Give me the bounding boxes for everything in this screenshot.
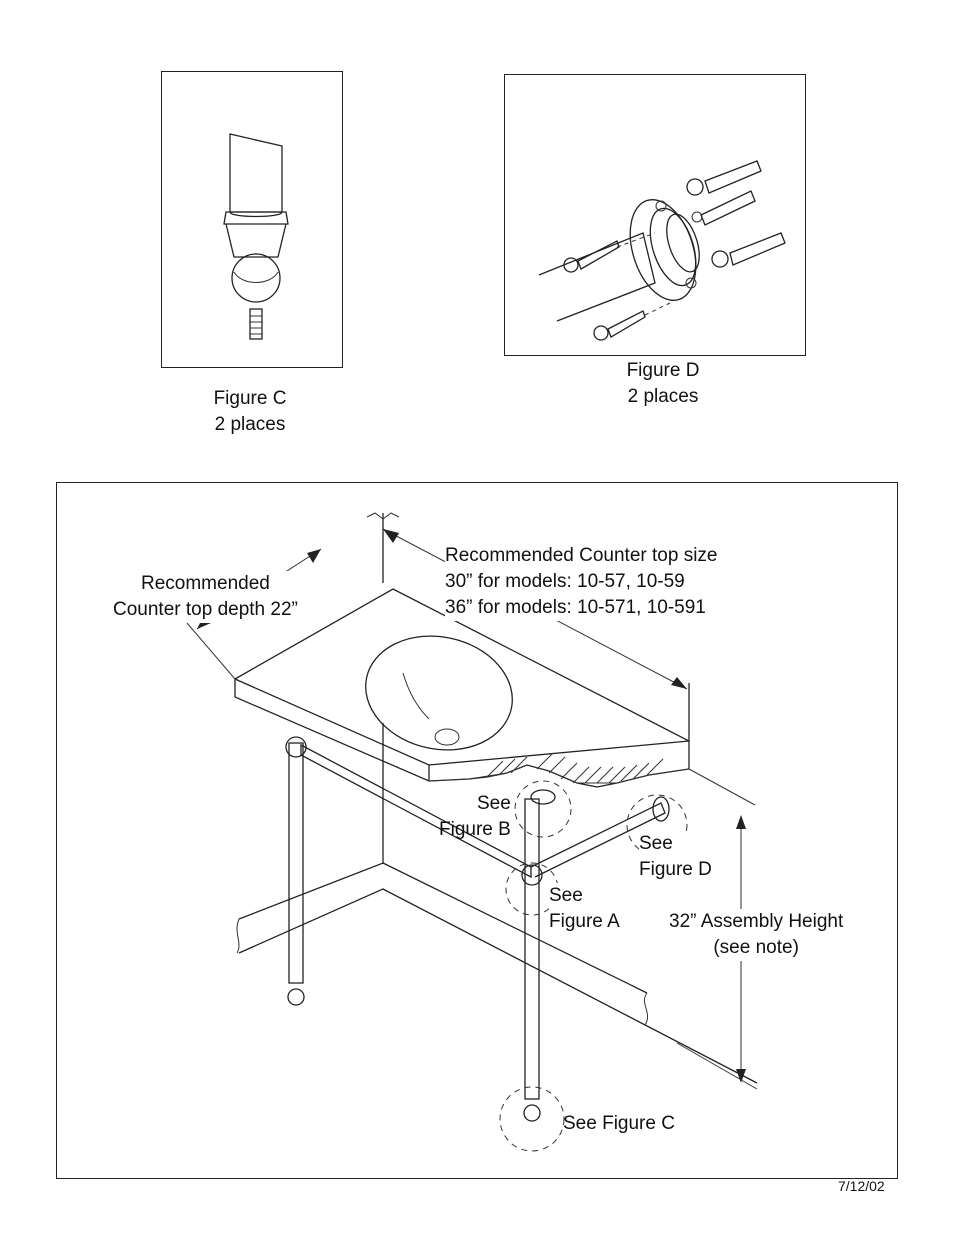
figure-c-title: Figure C — [213, 388, 287, 409]
height-line2: (see note) — [713, 937, 799, 958]
figure-c-drawing — [223, 133, 289, 340]
figure-d-title: Figure D — [626, 360, 700, 381]
see-b-line1: See — [477, 793, 511, 814]
see-figure-b-label: See Figure B — [439, 791, 511, 843]
assembly-panel: Recommended Counter top depth 22” Recomm… — [56, 482, 898, 1179]
figure-c-note: 2 places — [214, 414, 286, 435]
see-figure-c-label: See Figure C — [563, 1113, 675, 1134]
see-d-line1: See — [639, 833, 673, 854]
see-d-line2: Figure D — [639, 859, 712, 880]
size-label-line2: 30” for models: 10-57, 10-59 — [445, 571, 685, 592]
size-label-line3: 36” for models: 10-571, 10-591 — [445, 597, 706, 618]
figure-d-note: 2 places — [627, 386, 699, 407]
figure-d-panel — [504, 74, 806, 356]
assembly-height-label: 32” Assembly Height (see note) — [669, 909, 844, 961]
size-label-line1: Recommended Counter top size — [445, 545, 718, 566]
depth-label-line1: Recommended — [141, 573, 270, 594]
see-figure-a-label: See Figure A — [549, 883, 620, 935]
height-line1: 32” Assembly Height — [669, 911, 844, 932]
figure-d-drawing — [538, 160, 786, 341]
see-a-line1: See — [549, 885, 583, 906]
see-figure-d-label: See Figure D — [639, 831, 712, 883]
depth-label: Recommended Counter top depth 22” — [113, 571, 298, 623]
figure-d-caption: Figure D 2 places — [593, 358, 733, 410]
assembly-drawing — [186, 512, 758, 1152]
figure-c-panel — [161, 71, 343, 368]
depth-label-line2: Counter top depth 22” — [113, 599, 298, 620]
see-b-line2: Figure B — [439, 819, 511, 840]
document-date: 7/12/02 — [838, 1178, 885, 1194]
figure-c-caption: Figure C 2 places — [180, 386, 320, 438]
see-a-line2: Figure A — [549, 911, 620, 932]
size-label: Recommended Counter top size 30” for mod… — [445, 543, 718, 621]
